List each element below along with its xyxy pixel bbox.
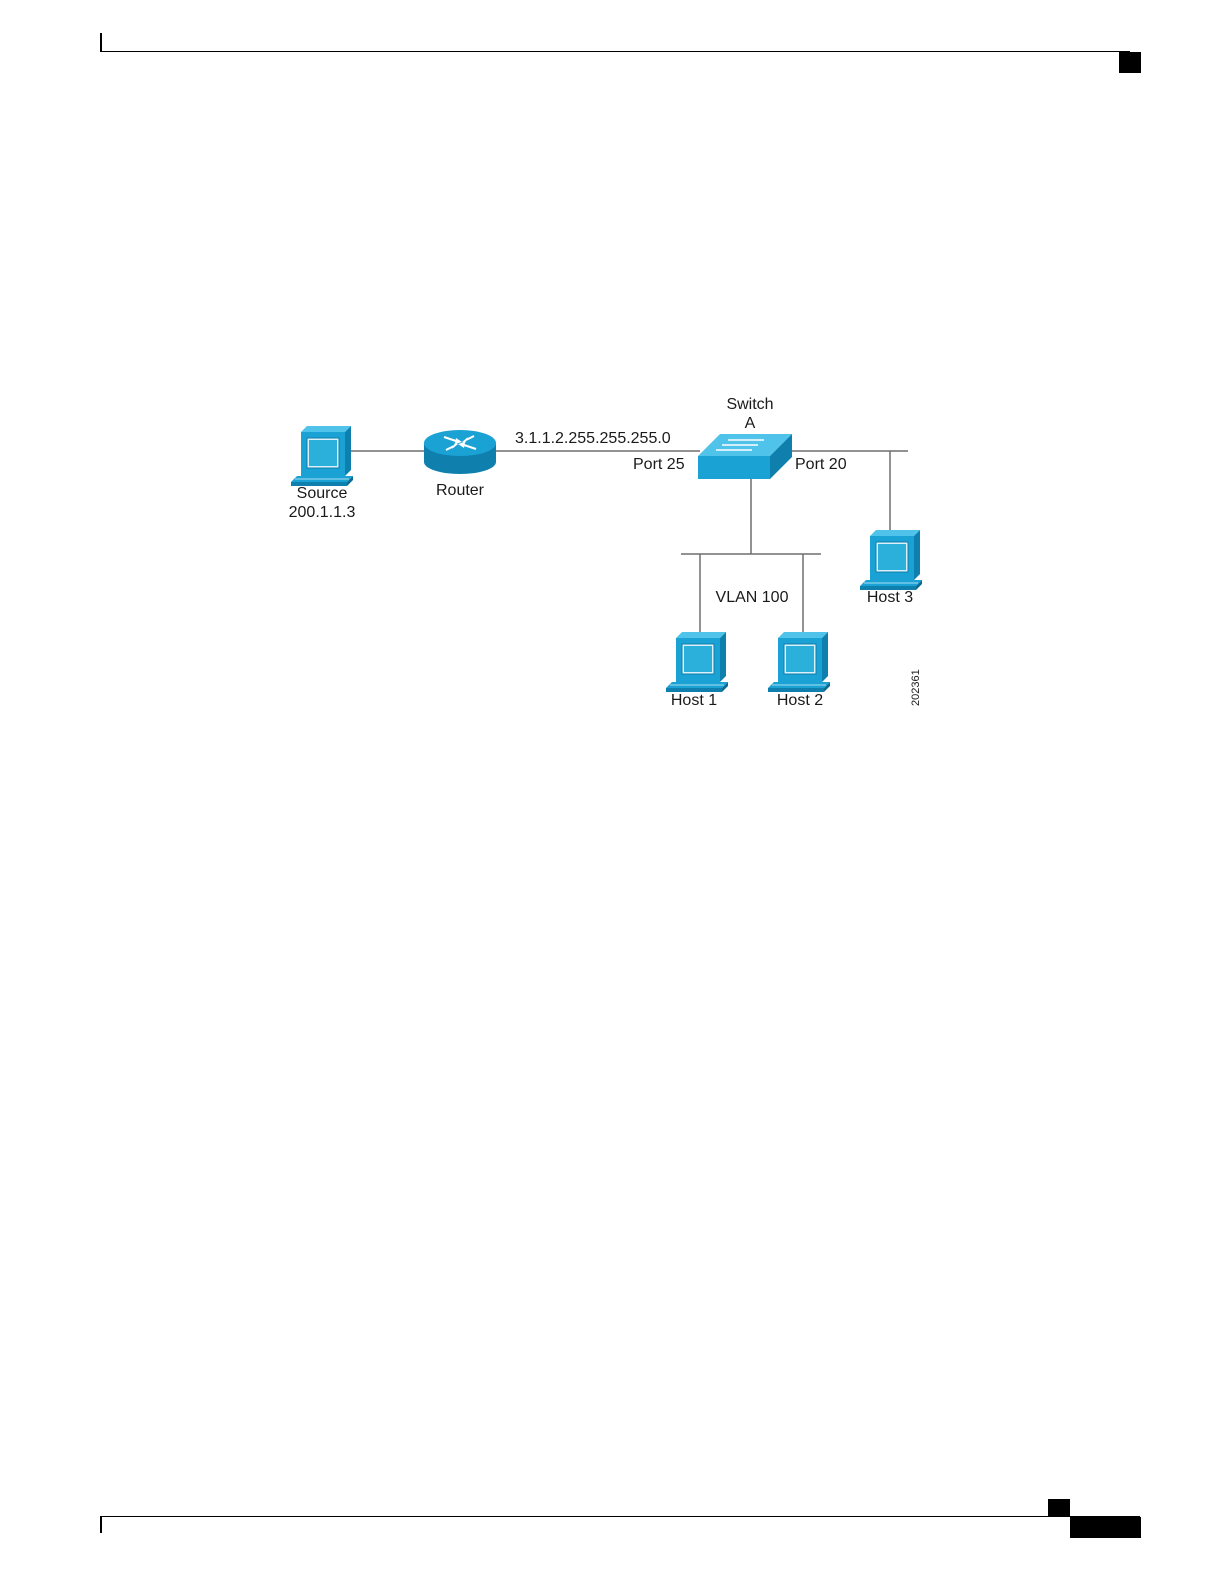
switch-label-line1: Switch — [726, 396, 773, 413]
host1-workstation-icon — [666, 632, 728, 692]
port-20-label: Port 20 — [795, 456, 847, 473]
ip-address-label: 3.1.1.2.255.255.255.0 — [515, 430, 671, 447]
switch-icon — [698, 434, 792, 479]
router-icon — [424, 430, 496, 474]
host2-workstation-icon — [768, 632, 830, 692]
source-label-line1: Source — [297, 485, 348, 502]
source-label-line2: 200.1.1.3 — [289, 504, 356, 521]
switch-label-line2: A — [745, 415, 756, 432]
host3-workstation-icon — [860, 530, 922, 590]
port-25-label: Port 25 — [633, 456, 685, 473]
router-label: Router — [436, 482, 485, 499]
host1-label: Host 1 — [671, 692, 717, 709]
figure-id-label: 202361 — [910, 669, 922, 706]
host2-label: Host 2 — [777, 692, 823, 709]
source-workstation-icon — [291, 426, 353, 486]
vlan-label: VLAN 100 — [716, 589, 789, 606]
host3-label: Host 3 — [867, 589, 913, 606]
